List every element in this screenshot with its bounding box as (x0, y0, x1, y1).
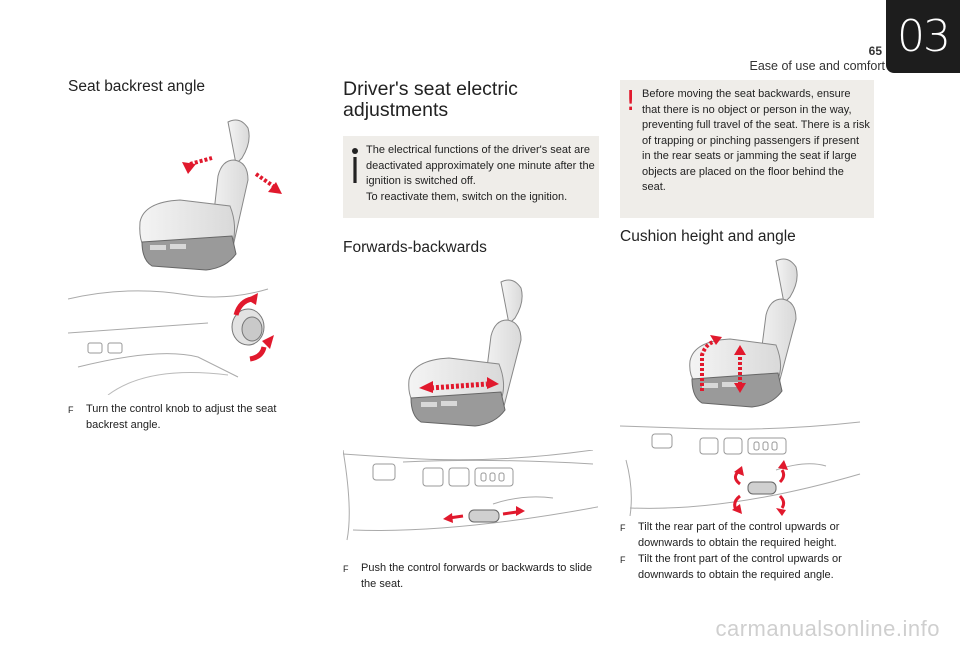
heading-forwards-backwards: Forwards-backwards (343, 239, 487, 256)
forwards-backwards-control-illustration (343, 450, 598, 541)
seat-forwards-backwards-illustration (408, 279, 523, 427)
watermark: carmanualsonline.info (715, 616, 940, 641)
warning-text: Before moving the seat backwards, ensure… (642, 88, 870, 193)
page-number: 65 (868, 44, 882, 58)
cushion-control-illustration (620, 421, 861, 516)
section-title: Ease of use and comfort (749, 59, 886, 73)
bullet-cushion-height: F Tilt the rear part of the control upwa… (620, 520, 880, 551)
bullet-forwards-backwards: F Push the control forwards or backwards… (343, 561, 593, 592)
heading-seat-backrest-angle: Seat backrest angle (68, 78, 206, 95)
warning-icon: ! (625, 84, 637, 117)
bullet-marker-icon: F (620, 523, 626, 533)
info-icon (352, 148, 358, 183)
bullet-text: Push the control forwards or backwards t… (361, 562, 593, 590)
bullet-marker-icon: F (620, 555, 626, 565)
seat-backrest-illustration (139, 119, 282, 271)
info-text: The electrical functions of the driver's… (366, 144, 595, 203)
heading-drivers-seat-electric-adjustments: Driver's seat electric adjustments (343, 78, 518, 121)
info-box (343, 136, 599, 218)
bullet-backrest: F Turn the control knob to adjust the se… (68, 402, 308, 433)
bullet-text: Turn the control knob to adjust the seat… (86, 403, 277, 431)
backrest-knob-illustration (68, 288, 274, 395)
chapter-tab: 03 (886, 0, 960, 73)
warning-box (620, 80, 874, 218)
seat-cushion-illustration (689, 258, 798, 408)
bullet-text: Tilt the front part of the control upwar… (638, 553, 842, 581)
bullet-marker-icon: F (343, 564, 349, 574)
heading-cushion-height-and-angle: Cushion height and angle (620, 228, 796, 245)
bullet-marker-icon: F (68, 405, 74, 415)
bullet-cushion-angle: F Tilt the front part of the control upw… (620, 552, 880, 583)
bullet-text: Tilt the rear part of the control upward… (638, 521, 840, 549)
